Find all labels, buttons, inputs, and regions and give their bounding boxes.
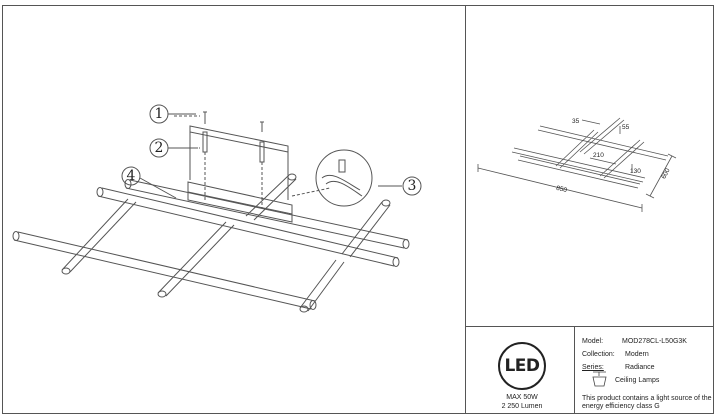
led-logo: LED [498,342,546,390]
power-max: MAX 50W [506,394,538,401]
rod-cross-2 [157,221,235,298]
energy-note-line2: energy efficiency class G [582,403,660,410]
connector-detail [315,149,402,207]
dim-130: 130 [630,168,641,175]
rod-cross-3 [299,259,345,313]
panel-divider-horizontal [465,326,714,327]
info-divider-vertical [574,326,575,414]
callout-4: 4 [126,168,136,184]
panel-divider-vertical [465,5,466,414]
callout-1: 1 [154,106,164,122]
dim-35: 35 [572,118,580,125]
rod-cross-1 [61,198,137,275]
model-value: MOD278CL-L50G3K [622,338,687,345]
rod-long-3 [124,179,410,249]
rod-cross-5 [341,199,391,258]
series-label: Series: [582,364,604,371]
callout-leaders [139,113,198,199]
mounting-bracket [187,125,293,223]
callout-2: 2 [154,140,164,156]
drawing-sheet-frame [2,5,714,414]
rod-long-2 [96,187,400,267]
category-value: Ceiling Lamps [615,377,660,384]
callout-circles [121,104,422,196]
rod-long-1 [12,231,317,310]
energy-note-line1: This product contains a light source of … [582,395,712,402]
collection-label: Collection: [582,351,615,358]
series-value: Radiance [625,364,655,371]
dim-55: 55 [622,124,630,131]
callout-3: 3 [407,178,417,194]
overview-drawing [477,117,677,212]
model-label: Model: [582,338,604,345]
power-lumen: 2 250 Lumen [501,403,543,410]
collection-value: Modern [625,351,649,358]
dim-210: 210 [593,152,604,159]
